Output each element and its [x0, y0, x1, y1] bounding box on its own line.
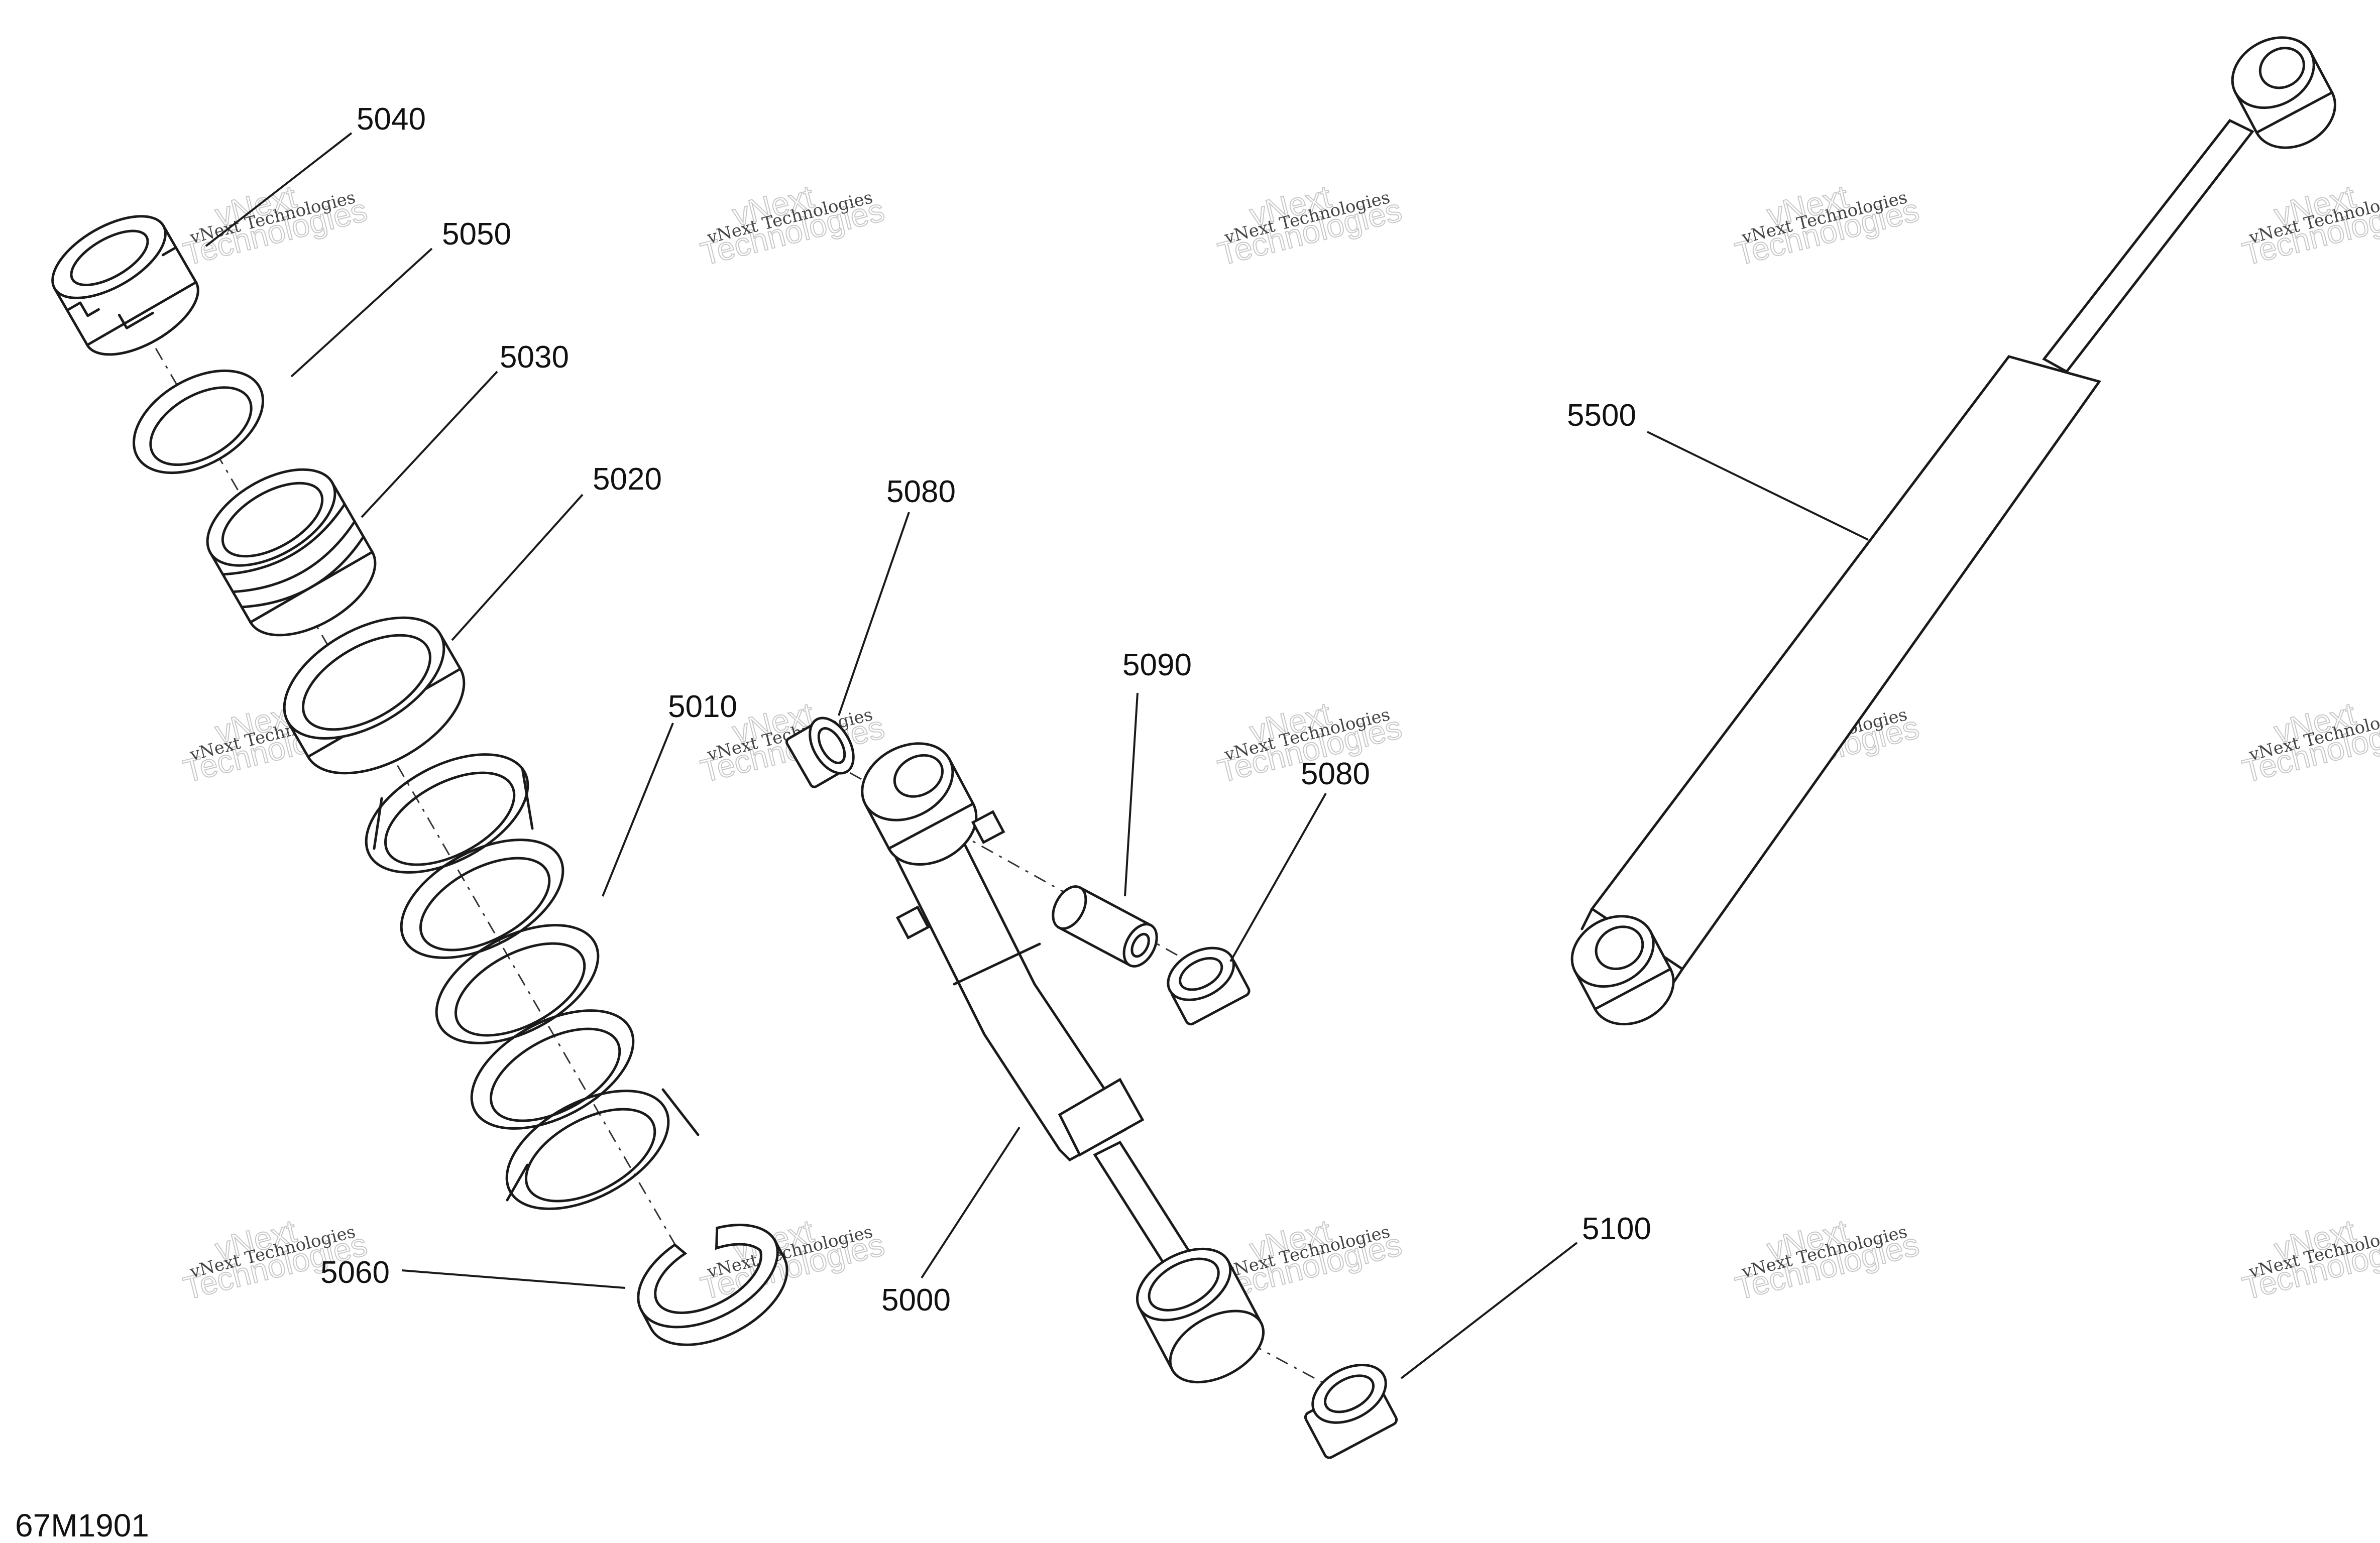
shock-lower-collar	[1058, 1078, 1145, 1157]
leader-5020	[451, 494, 584, 641]
spring-coil	[470, 1009, 635, 1130]
assembly-bottom-eye-bore	[1595, 925, 1644, 971]
part-5060-split-retainer	[637, 1224, 788, 1346]
callout-labels: 5040 5050 5030 5020 5010 5060 5080 5090 …	[320, 102, 1651, 1318]
sleeve-end-right	[1122, 923, 1158, 968]
watermark: Technologies vNext vNext Technologies	[2238, 178, 2380, 273]
part-5010-coil-spring	[365, 753, 700, 1210]
spring-coil-inner	[524, 1108, 656, 1203]
callout-5010: 5010	[668, 689, 737, 724]
callout-5030: 5030	[500, 340, 569, 375]
shock-upper-eye-top	[861, 742, 954, 821]
assembly-top-eye-bore	[2258, 47, 2305, 89]
sleeve-bore	[1130, 932, 1150, 958]
callout-5020: 5020	[593, 462, 662, 497]
callout-5040: 5040	[357, 102, 426, 137]
assembly-top-eye-top	[2231, 36, 2315, 109]
spring-coil-sides	[373, 767, 700, 1202]
assembly-body	[1590, 355, 2102, 971]
part-5100-lower-bushing	[1304, 1364, 1398, 1459]
leader-5000	[921, 1126, 1021, 1279]
adjuster-nut-notches	[66, 246, 177, 329]
leader-5090	[1124, 692, 1139, 897]
seat-bore	[302, 634, 431, 731]
assembly-bottom-eye-top	[1570, 915, 1655, 988]
shock-body-band	[953, 942, 1041, 986]
spring-coil	[505, 1090, 670, 1210]
watermark: Technologies vNext vNext Technologies	[1214, 178, 1406, 273]
adjuster-nut-bore	[70, 229, 149, 287]
callout-5060: 5060	[320, 1255, 390, 1290]
shock-lower-eye-bore	[1148, 1257, 1220, 1312]
leader-5050	[290, 248, 433, 378]
sleeve-end-left	[1052, 885, 1087, 930]
spring-coil-inner	[384, 771, 516, 866]
spring-coil	[365, 753, 529, 874]
part-5090-sleeve	[1052, 885, 1158, 968]
bushing-flange	[1311, 1364, 1387, 1424]
adjuster-nut-top	[51, 215, 167, 299]
spring-coil-inner	[419, 857, 551, 952]
callout-5050: 5050	[442, 217, 511, 252]
callout-5100: 5100	[1582, 1212, 1651, 1246]
shock-lower-eye-bottom	[1169, 1310, 1265, 1384]
leader-5060	[401, 1269, 626, 1289]
part-5050-washer	[133, 369, 264, 474]
shock-upper-eye-bore	[893, 754, 944, 798]
callout-5080-upper: 5080	[886, 474, 956, 509]
retainer-thickness	[640, 1239, 788, 1346]
part-5080-upper-bushing	[785, 717, 855, 788]
bushing-bore	[1324, 1374, 1375, 1413]
spring-coil	[435, 924, 600, 1044]
watermark: Technologies vNext vNext Technologies	[179, 178, 371, 273]
washer-inner	[149, 386, 253, 466]
watermark: Technologies vNext vNext Technologies	[697, 1212, 888, 1307]
spacer-ribs	[221, 503, 365, 609]
watermark: Technologies vNext vNext Technologies	[1731, 1212, 1923, 1307]
spring-coil	[400, 839, 564, 959]
leader-5010	[602, 723, 674, 897]
part-5030-spring-spacer	[206, 468, 377, 637]
part-5040-adjuster-nut	[51, 215, 199, 356]
leader-5500	[1647, 431, 1869, 541]
watermark: Technologies vNext vNext Technologies	[2238, 1212, 2380, 1307]
watermark: Technologies vNext vNext Technologies	[697, 178, 888, 273]
assembly-shaft	[2042, 118, 2254, 374]
leader-5080-upper	[838, 512, 910, 716]
diagram-code: 67M1901	[15, 1507, 149, 1543]
shock-valve	[895, 905, 930, 940]
leader-5100	[1400, 1242, 1578, 1379]
callout-5090: 5090	[1122, 648, 1192, 682]
spring-coil-inner	[454, 942, 586, 1037]
bushing-bore	[1179, 957, 1223, 991]
part-5020-spring-seat	[283, 616, 466, 775]
watermark-layer: Technologies vNext vNext Technologies Te…	[179, 178, 2380, 1307]
watermark: Technologies vNext vNext Technologies	[2238, 695, 2380, 790]
leader-5040	[205, 132, 353, 247]
leader-5030	[361, 371, 498, 518]
callout-5500: 5500	[1567, 398, 1636, 433]
retainer-ring	[637, 1224, 779, 1329]
callout-5080-outer: 5080	[1301, 757, 1370, 791]
shock-reservoir-port	[971, 810, 1005, 845]
leader-5080-outer	[1229, 793, 1327, 962]
seat-top	[283, 616, 445, 740]
spacer-top	[206, 468, 336, 567]
part-5000-shock-absorber	[861, 742, 1265, 1384]
spacer-bore	[221, 482, 324, 558]
watermark: Technologies vNext vNext Technologies	[1731, 178, 1923, 273]
watermark: Technologies vNext vNext Technologies	[179, 1212, 371, 1307]
washer-outer	[133, 369, 264, 474]
spring-coil-inner	[489, 1027, 621, 1122]
shock-lower-eye-top	[1136, 1247, 1232, 1322]
part-5500-shock-assembly	[1570, 36, 2336, 1026]
callout-5000: 5000	[881, 1283, 951, 1318]
leader-lines	[205, 132, 1869, 1379]
